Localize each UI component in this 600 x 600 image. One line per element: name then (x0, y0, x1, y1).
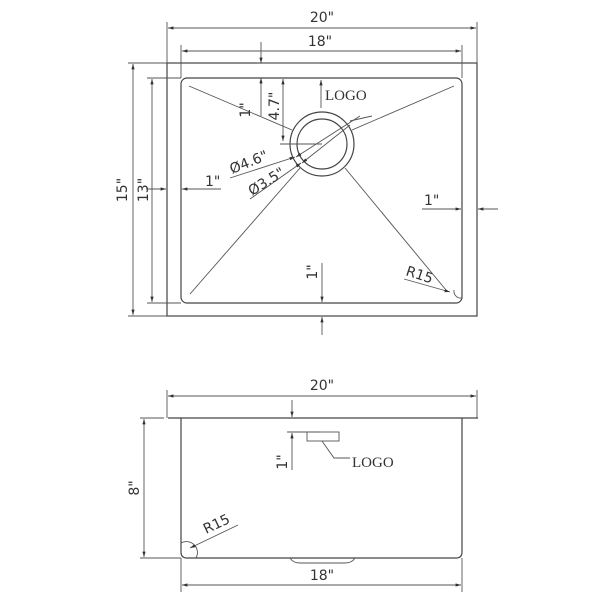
bowl-width-label: 18" (308, 34, 332, 50)
side-logo-offset-label: 1" (275, 454, 291, 469)
bowl-depth-label: 13" (136, 178, 152, 202)
right-rim-label: 1" (424, 193, 439, 209)
overall-depth-label: 15" (115, 178, 131, 202)
overall-width-label: 20" (310, 10, 334, 26)
side-overall-width-label: 20" (310, 378, 334, 394)
drain-bump (289, 557, 356, 564)
logo-label: LOGO (325, 88, 367, 104)
side-logo-label: LOGO (352, 455, 394, 471)
sink-bowl (180, 77, 463, 304)
side-view: 20" 8" 18" 1" LOGO R15 (127, 378, 478, 592)
height-label: 8" (127, 480, 143, 495)
corner-radius-label: R15 (404, 264, 435, 288)
drain-offset-label: 4.7" (267, 92, 283, 121)
bottom-rim-label: 1" (305, 264, 321, 279)
sink-outer-rim (166, 62, 478, 317)
side-corner-radius-label: R15 (201, 511, 233, 537)
top-view: 20" 18" 15" 13" 1" 4.7" LOGO Ø4.6" (115, 10, 498, 335)
logo-plate (306, 431, 340, 442)
side-bowl-width-label: 18" (310, 568, 334, 584)
left-rim-label: 1" (205, 174, 220, 190)
logo-offset-label: 1" (238, 102, 254, 117)
sink-body (180, 418, 463, 559)
